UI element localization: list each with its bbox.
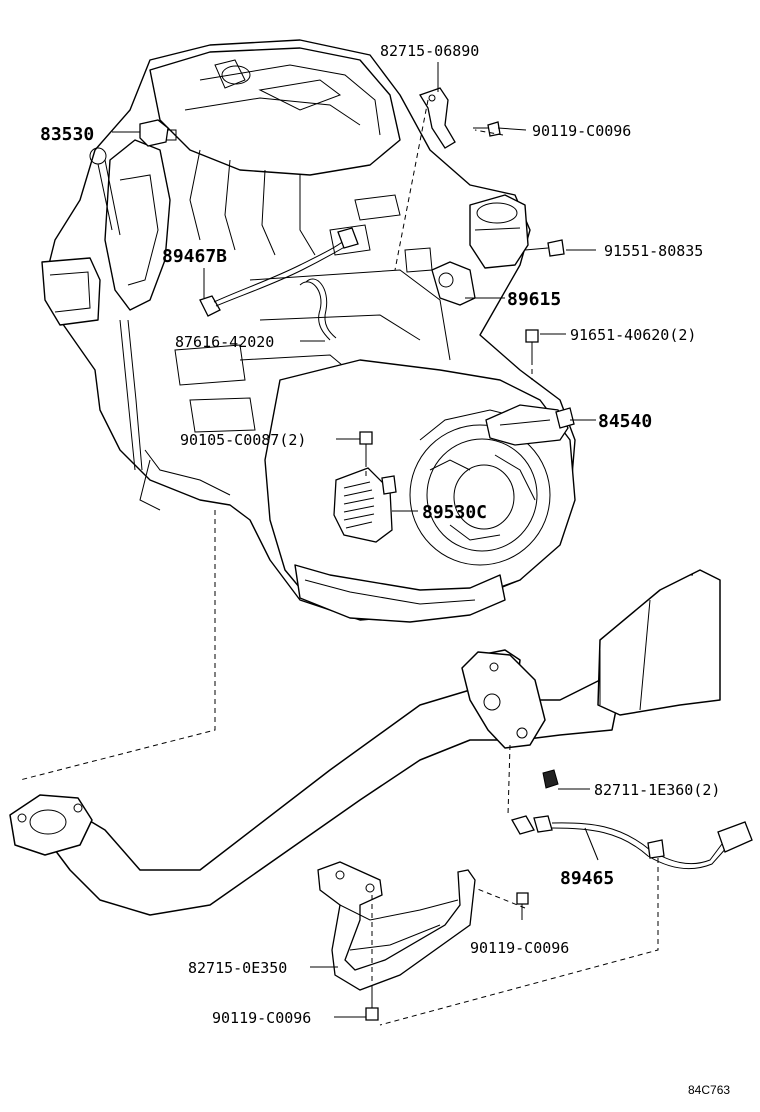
label-82711-1e360: 82711-1E360(2)	[594, 781, 720, 799]
label-89465: 89465	[560, 868, 614, 889]
exhaust-bracket	[317, 861, 476, 991]
leader-lines	[112, 62, 599, 1018]
oil-pressure-switch	[139, 119, 177, 147]
exhaust-front-pipe	[9, 569, 721, 916]
oxygen-sensor-upstream	[199, 227, 359, 317]
neutral-start-switch	[485, 404, 575, 446]
bolt-bottom	[365, 990, 379, 1021]
label-90119-c0096-mid: 90119-C0096	[470, 939, 569, 957]
bolt-91551	[524, 239, 565, 257]
label-83530: 83530	[40, 124, 94, 145]
bolt-91651	[525, 329, 539, 360]
oxygen-sensor-downstream	[511, 815, 753, 870]
label-90105-c0087: 90105-C0087(2)	[180, 431, 306, 449]
label-91551-80835: 91551-80835	[604, 242, 703, 260]
alignment-lines	[19, 99, 659, 1026]
label-89467b: 89467B	[162, 246, 227, 267]
wire-clamp	[542, 769, 559, 789]
label-82715-0e350: 82715-0E350	[188, 959, 287, 977]
bolt-top	[473, 121, 501, 137]
label-84540: 84540	[598, 411, 652, 432]
engine-transaxle-assembly	[41, 39, 576, 623]
label-89615: 89615	[507, 289, 561, 310]
label-89530c: 89530C	[422, 502, 487, 523]
part-labels: 82715-06890 90119-C0096 83530 89467B 915…	[40, 42, 730, 1097]
label-91651-40620: 91651-40620(2)	[570, 326, 696, 344]
harness-clamp	[299, 278, 337, 341]
label-87616-42020: 87616-42020	[175, 333, 274, 351]
label-90119-c0096-bot: 90119-C0096	[212, 1009, 311, 1027]
label-82715-06890: 82715-06890	[380, 42, 479, 60]
transmission-ecu	[333, 467, 397, 543]
bracket-82715-06890	[419, 87, 456, 149]
bolt-90105	[359, 431, 373, 462]
reference-code: 84C763	[688, 1083, 730, 1097]
label-90119-c0096-top: 90119-C0096	[532, 122, 631, 140]
